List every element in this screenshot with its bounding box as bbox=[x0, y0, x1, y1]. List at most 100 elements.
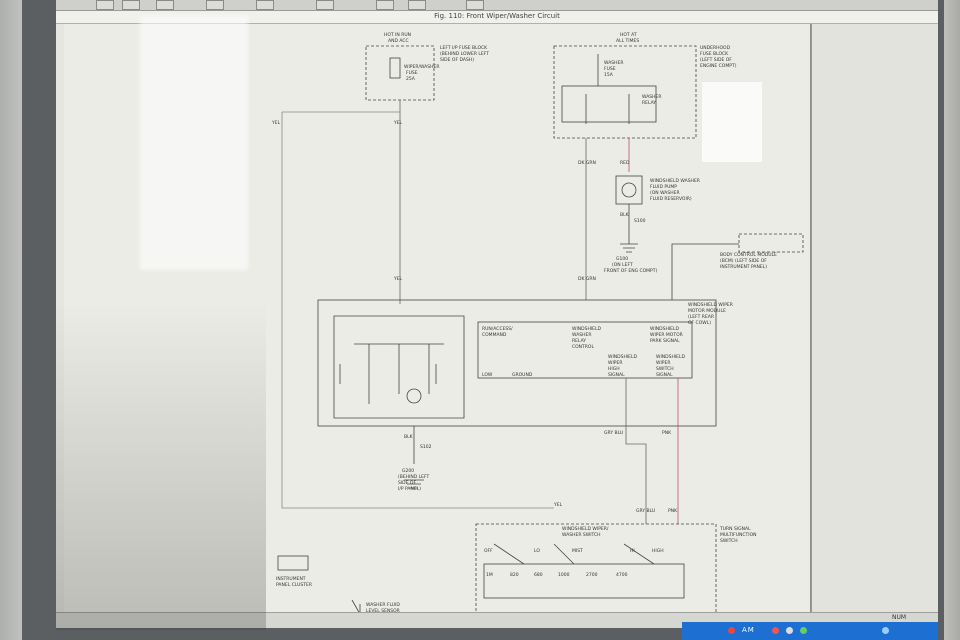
svg-text:FRONT OF ENG COMPT): FRONT OF ENG COMPT) bbox=[604, 268, 658, 274]
cluster-box bbox=[277, 555, 309, 571]
svg-text:SWITCH: SWITCH bbox=[656, 366, 674, 372]
toolbar-button[interactable] bbox=[206, 0, 224, 10]
clock-icon[interactable] bbox=[882, 627, 889, 634]
svg-text:(BEHIND LOWER LEFT: (BEHIND LOWER LEFT bbox=[440, 51, 489, 57]
washer-pump-motor-icon bbox=[621, 182, 637, 198]
svg-text:SIDE OF DASH): SIDE OF DASH) bbox=[440, 57, 474, 63]
turn-signal-label: TURN SIGNAL bbox=[719, 526, 751, 532]
svg-text:RELAY: RELAY bbox=[572, 338, 586, 344]
level-sensor-label: WASHER FLUID bbox=[366, 602, 400, 608]
washer-pump-box bbox=[615, 175, 643, 205]
figure-title: Fig. 110: Front Wiper/Washer Circuit bbox=[434, 12, 560, 20]
svg-text:HIGH: HIGH bbox=[608, 366, 620, 372]
svg-text:OF COWL): OF COWL) bbox=[688, 320, 711, 326]
svg-text:(LEFT SIDE OF: (LEFT SIDE OF bbox=[700, 57, 732, 63]
low-label: LOW bbox=[482, 372, 493, 378]
toolbar-button[interactable] bbox=[256, 0, 274, 10]
svg-text:WIPER MOTOR: WIPER MOTOR bbox=[650, 332, 683, 338]
underhood-fuse-label: UNDERHOOD bbox=[700, 45, 731, 51]
svg-text:(ON WASHER: (ON WASHER bbox=[650, 190, 680, 196]
toolbar-button[interactable] bbox=[96, 0, 114, 10]
pump-label: WINDSHIELD WASHER bbox=[650, 178, 700, 184]
delay-off: OFF bbox=[484, 548, 493, 554]
screen-shadow bbox=[56, 300, 266, 630]
bcm-box bbox=[738, 233, 804, 253]
document-title-bar: Fig. 110: Front Wiper/Washer Circuit bbox=[56, 11, 938, 24]
svg-text:ENGINE COMPT): ENGINE COMPT) bbox=[700, 63, 737, 69]
resistor-3: 680 bbox=[534, 572, 543, 578]
wiper-switch-signal-label: WINDSHIELD bbox=[656, 354, 686, 360]
wiper-high-label: WINDSHIELD bbox=[608, 354, 638, 360]
monitor-bezel: Fig. 110: Front Wiper/Washer Circuit bbox=[22, 0, 944, 640]
bcm-label: BODY CONTROL MODULE bbox=[720, 252, 777, 258]
resistor-ladder-box bbox=[483, 563, 685, 599]
delay-mist: MIST bbox=[572, 548, 583, 554]
svg-text:YEL: YEL bbox=[393, 120, 403, 126]
svg-text:(LEFT REAR: (LEFT REAR bbox=[688, 314, 714, 320]
toolbar bbox=[56, 0, 938, 11]
svg-text:GRY BLU: GRY BLU bbox=[636, 508, 655, 514]
num-lock-indicator: NUM bbox=[892, 614, 907, 621]
tray-icon[interactable] bbox=[786, 627, 793, 634]
svg-text:WASHER SWITCH: WASHER SWITCH bbox=[562, 532, 601, 538]
cluster-label: INSTRUMENT bbox=[276, 576, 306, 582]
delay-hi: HI bbox=[630, 548, 635, 554]
resistor-2: 820 bbox=[510, 572, 519, 578]
wiper-motor-icon bbox=[406, 388, 422, 404]
washer-relay-box bbox=[561, 85, 657, 123]
toolbar-button[interactable] bbox=[316, 0, 334, 10]
svg-text:RELAY: RELAY bbox=[642, 100, 656, 106]
relay-control-label: WINDSHIELD bbox=[572, 326, 602, 332]
svg-text:15A: 15A bbox=[604, 72, 614, 78]
wire-dkgrn-label: DK GRN bbox=[578, 160, 596, 166]
svg-text:COMMAND: COMMAND bbox=[482, 332, 507, 338]
svg-text:SIDE OF: SIDE OF bbox=[398, 480, 416, 486]
svg-text:FLUID PUMP: FLUID PUMP bbox=[650, 184, 677, 190]
tray-icon[interactable] bbox=[800, 627, 807, 634]
washer-fuse-label: WASHER bbox=[604, 60, 624, 66]
wire-red-label: RED bbox=[620, 160, 630, 166]
right-pane[interactable] bbox=[811, 24, 938, 624]
screen-glare bbox=[702, 82, 762, 162]
svg-text:ALL TIMES: ALL TIMES bbox=[616, 38, 639, 44]
toolbar-button[interactable] bbox=[408, 0, 426, 10]
svg-text:BLK: BLK bbox=[404, 434, 414, 440]
svg-text:FLUID RESERVOIR): FLUID RESERVOIR) bbox=[650, 196, 692, 202]
wire-blk-label: BLK bbox=[620, 212, 630, 218]
module-run-label: RUN/ACCESS/ bbox=[482, 326, 513, 332]
ground-text-label: GROUND bbox=[512, 372, 533, 378]
tray-text: AM bbox=[742, 626, 755, 634]
tray-icon[interactable] bbox=[772, 627, 779, 634]
wiper-fuse-label: WIPER/WASHER bbox=[404, 64, 439, 70]
svg-text:MULTIFUNCTION: MULTIFUNCTION bbox=[720, 532, 757, 538]
svg-text:I/P PANEL): I/P PANEL) bbox=[398, 486, 421, 492]
svg-text:WIPER: WIPER bbox=[656, 360, 670, 366]
toolbar-button[interactable] bbox=[122, 0, 140, 10]
resistor-1: 1M bbox=[486, 572, 493, 578]
svg-text:25A: 25A bbox=[406, 76, 416, 82]
toolbar-button[interactable] bbox=[156, 0, 174, 10]
splice-s102-label: S102 bbox=[420, 444, 432, 450]
taskbar: AM bbox=[682, 622, 938, 640]
motor-park-label: WINDSHIELD bbox=[650, 326, 680, 332]
svg-text:INSTRUMENT PANEL): INSTRUMENT PANEL) bbox=[720, 264, 767, 270]
washer-relay-label: WASHER bbox=[642, 94, 662, 100]
svg-text:YEL: YEL bbox=[393, 276, 403, 282]
svg-text:WIPER: WIPER bbox=[608, 360, 622, 366]
tray-app-icon[interactable] bbox=[728, 627, 735, 634]
svg-text:SWITCH: SWITCH bbox=[720, 538, 738, 544]
wire-yel-label: YEL bbox=[271, 120, 281, 126]
switch-title-label: WINDSHIELD WIPER/ bbox=[562, 526, 609, 532]
ground-g200-label: G200 bbox=[402, 468, 414, 474]
toolbar-button[interactable] bbox=[466, 0, 484, 10]
resistor-4: 1000 bbox=[558, 572, 570, 578]
svg-text:PANEL CLUSTER: PANEL CLUSTER bbox=[276, 582, 312, 588]
toolbar-button[interactable] bbox=[376, 0, 394, 10]
svg-text:WASHER: WASHER bbox=[572, 332, 592, 338]
wiring-diagram: HOT IN RUN AND ACC LEFT I/P FUSE BLOCK (… bbox=[271, 32, 804, 624]
svg-text:(BCM) (LEFT SIDE OF: (BCM) (LEFT SIDE OF bbox=[720, 258, 767, 264]
turn-signal-switch-outline bbox=[475, 523, 717, 621]
delay-high: HIGH bbox=[652, 548, 664, 554]
svg-text:PNK: PNK bbox=[668, 508, 678, 514]
svg-text:SIGNAL: SIGNAL bbox=[656, 372, 673, 378]
